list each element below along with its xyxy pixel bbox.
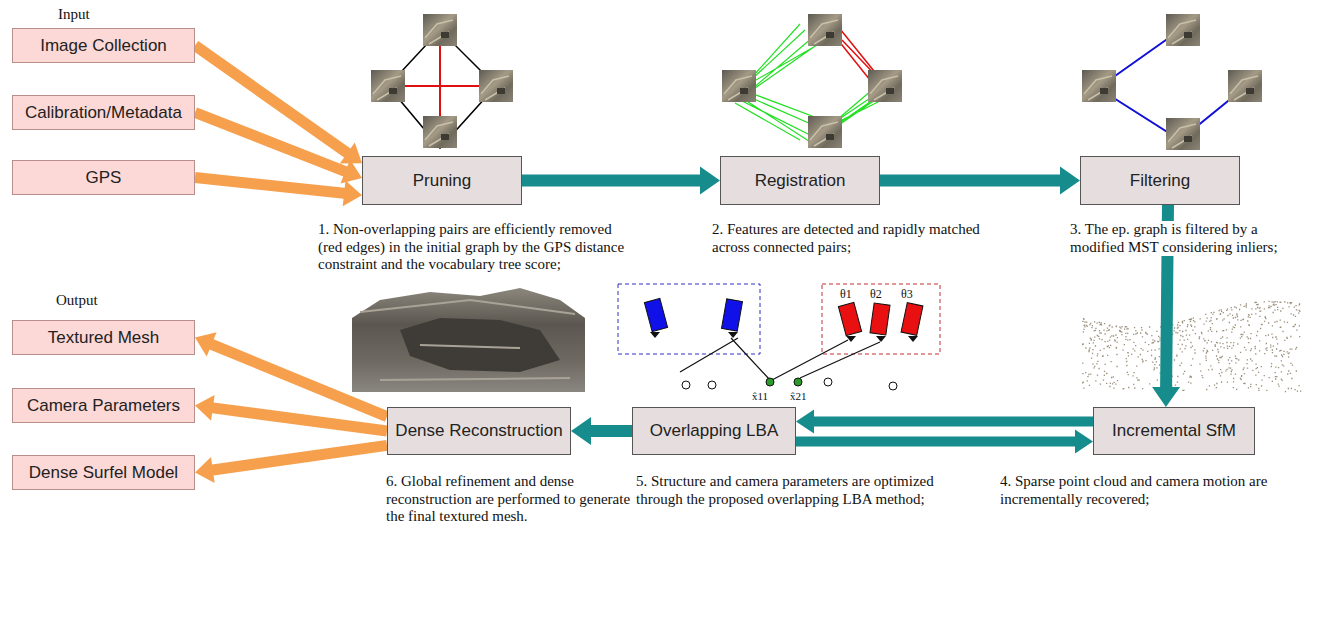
box-text: Incremental SfM xyxy=(1112,421,1236,441)
box-text: Overlapping LBA xyxy=(650,421,779,441)
input-box: GPS xyxy=(12,160,195,195)
caption: 6. Global refinement and dense reconstru… xyxy=(386,473,636,526)
process-box: Dense Reconstruction xyxy=(387,407,571,455)
column-heading: Input xyxy=(58,6,90,24)
caption: 5. Structure and camera parameters are o… xyxy=(636,473,936,508)
box-text: Dense Surfel Model xyxy=(29,463,178,483)
box-text: Camera Parameters xyxy=(27,396,180,416)
flow-arrow xyxy=(194,172,362,206)
flow-arrow xyxy=(796,409,1093,433)
process-box: Filtering xyxy=(1080,156,1240,205)
box-text: Pruning xyxy=(413,171,472,191)
sparse-point-cloud xyxy=(1082,301,1301,391)
box-text: Filtering xyxy=(1130,171,1190,191)
textured-mesh-render xyxy=(352,288,585,392)
point-texture xyxy=(1082,301,1301,391)
angle-label: θ3 xyxy=(901,287,913,301)
flow-arrow xyxy=(522,167,720,195)
filtering-graph xyxy=(1082,14,1262,150)
flow-arrow xyxy=(796,430,1093,454)
angle-label: θ1 xyxy=(840,287,852,301)
flow-arrow xyxy=(193,107,362,183)
caption: 3. The ep. graph is filtered by a modifi… xyxy=(1070,221,1306,256)
box-text: Registration xyxy=(755,171,846,191)
flow-arrow xyxy=(195,440,388,483)
caption: 4. Sparse point cloud and camera motion … xyxy=(1000,473,1312,508)
registration-graph xyxy=(722,14,902,148)
box-text: Image Collection xyxy=(40,36,167,56)
column-heading: Output xyxy=(56,292,98,310)
caption: 1. Non-overlapping pairs are efficiently… xyxy=(318,221,636,274)
point-label: x̂11 xyxy=(752,390,768,403)
angle-label: θ2 xyxy=(870,287,882,301)
point-label: x̂21 xyxy=(790,390,807,403)
lba-illustration xyxy=(618,284,940,390)
box-text: Calibration/Metadata xyxy=(25,103,182,123)
process-box: Registration xyxy=(720,156,880,205)
process-box: Incremental SfM xyxy=(1093,407,1255,455)
box-text: Textured Mesh xyxy=(48,328,160,348)
pruning-graph xyxy=(371,14,513,148)
output-box: Camera Parameters xyxy=(12,388,195,423)
input-box: Calibration/Metadata xyxy=(12,95,195,130)
box-text: Dense Reconstruction xyxy=(395,421,562,441)
flow-arrow xyxy=(571,417,632,445)
output-box: Dense Surfel Model xyxy=(12,455,195,490)
caption: 2. Features are detected and rapidly mat… xyxy=(712,221,1012,256)
flow-arrow xyxy=(195,395,388,437)
box-text: GPS xyxy=(86,168,122,188)
input-box: Image Collection xyxy=(12,28,195,63)
output-box: Textured Mesh xyxy=(12,320,195,355)
process-box: Pruning xyxy=(362,156,522,205)
flow-arrow xyxy=(880,167,1080,195)
process-box: Overlapping LBA xyxy=(632,407,796,455)
